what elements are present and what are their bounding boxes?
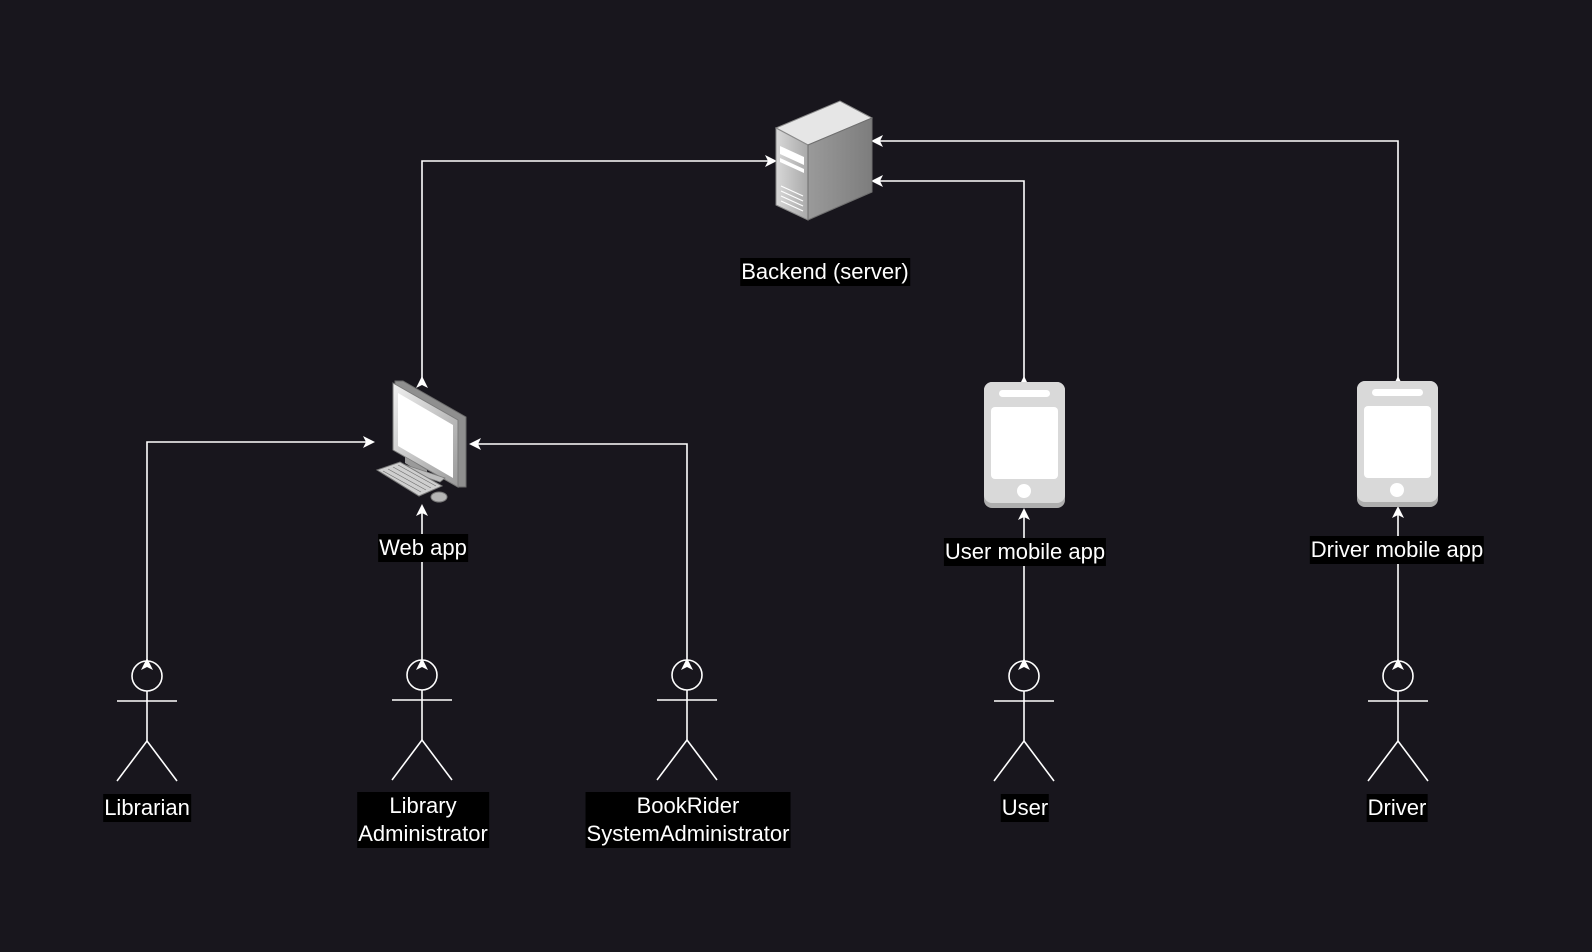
actor-driver-label: Driver — [1366, 794, 1428, 822]
connectors — [141, 135, 1404, 670]
actor-library-admin-icon — [391, 659, 453, 781]
actor-library-admin-label: Library Administrator — [357, 792, 489, 848]
actor-system-admin-label: BookRider SystemAdministrator — [585, 792, 791, 848]
desktop-computer-icon — [375, 380, 467, 503]
actor-system-admin-icon — [656, 659, 718, 781]
actor-library-admin-label-line1: Library — [389, 793, 457, 818]
server-icon — [774, 100, 874, 221]
web-app-label: Web app — [378, 534, 468, 562]
user-mobile-phone-icon — [984, 382, 1065, 508]
actor-system-admin-label-line1: BookRider — [636, 793, 740, 818]
connector-webapp-server — [416, 155, 777, 388]
actor-library-admin-label-line2: Administrator — [358, 821, 488, 846]
connector-driverapp-server — [871, 135, 1404, 388]
actor-user-label: User — [1000, 794, 1050, 822]
connector-librarian-webapp — [141, 436, 375, 670]
actor-user-icon — [993, 660, 1055, 782]
actor-driver-icon — [1367, 660, 1429, 782]
driver-mobile-app-label: Driver mobile app — [1309, 536, 1485, 564]
actor-system-admin-label-line2: SystemAdministrator — [586, 821, 790, 846]
server-label: Backend (server) — [740, 258, 910, 286]
driver-mobile-phone-icon — [1357, 381, 1438, 507]
connector-system-admin-webapp — [469, 438, 693, 670]
actor-librarian-icon — [116, 660, 178, 782]
actor-librarian-label: Librarian — [103, 794, 191, 822]
user-mobile-app-label: User mobile app — [943, 538, 1107, 566]
